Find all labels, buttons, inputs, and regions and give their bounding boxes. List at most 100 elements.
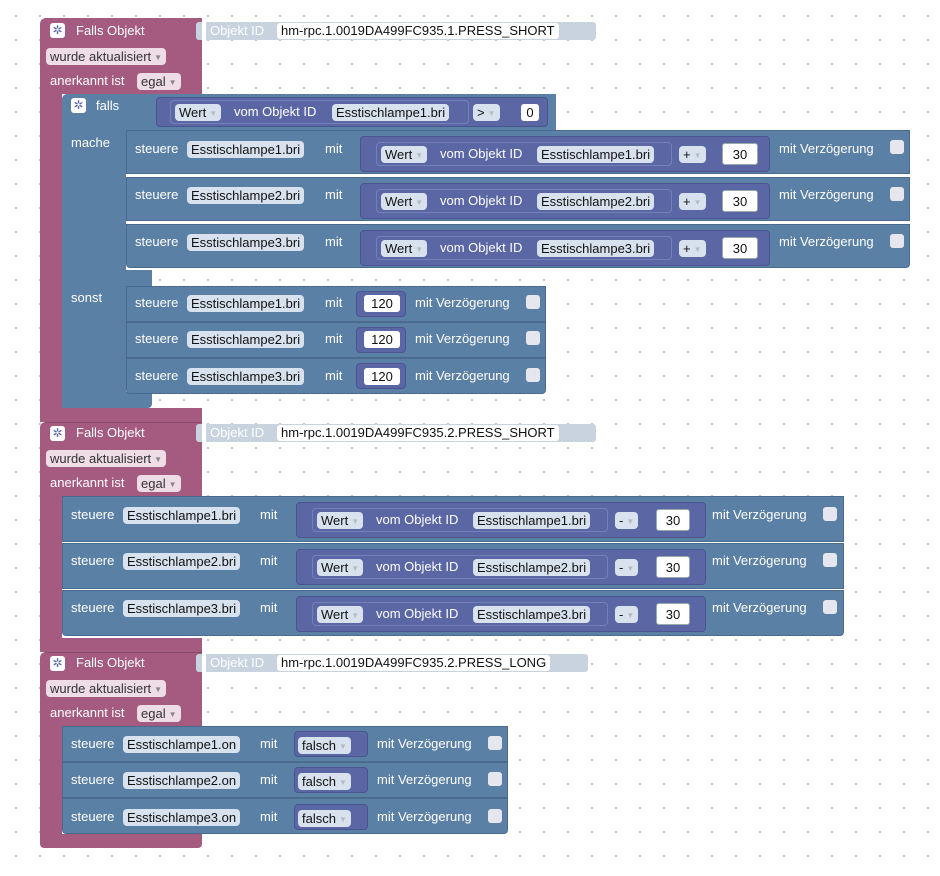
checkbox-icon[interactable] — [526, 331, 540, 345]
object-id-field[interactable]: hm-rpc.1.0019DA499FC935.2.PRESS_LONG — [277, 655, 551, 671]
gear-icon[interactable]: ✲ — [71, 98, 86, 113]
checkbox-icon[interactable] — [488, 772, 502, 786]
mit-label: mit — [325, 331, 343, 346]
target-field[interactable]: Esstischlampe3.on — [123, 809, 241, 826]
number-field[interactable]: 120 — [364, 331, 400, 348]
wurde-aktualisiert-dropdown[interactable]: wurde aktualisiert▼ — [46, 450, 167, 467]
vom-objekt-id-label: vom Objekt ID — [440, 146, 523, 161]
source-field[interactable]: Esstischlampe2.bri — [473, 559, 591, 576]
checkbox-icon[interactable] — [488, 736, 502, 750]
egal-dropdown[interactable]: egal▼ — [137, 475, 181, 492]
vom-objekt-id-label: vom Objekt ID — [376, 606, 459, 621]
falsch-dropdown[interactable]: falsch▼ — [298, 737, 351, 754]
falls-objekt-label: Falls Objekt — [76, 23, 145, 38]
operator-dropdown[interactable]: +▼ — [679, 193, 706, 210]
target-field[interactable]: Esstischlampe3.bri — [187, 368, 305, 385]
checkbox-icon[interactable] — [823, 600, 837, 614]
checkbox-icon[interactable] — [526, 295, 540, 309]
number-field[interactable]: 120 — [364, 295, 400, 312]
input-connector — [196, 22, 202, 40]
mit-verzoegerung-label: mit Verzögerung — [415, 368, 510, 383]
egal-dropdown[interactable]: egal▼ — [137, 705, 181, 722]
falls-objekt-label: Falls Objekt — [76, 655, 145, 670]
wert-dropdown[interactable]: Wert▼ — [317, 512, 364, 529]
wert-dropdown[interactable]: Wert▼ — [381, 146, 428, 163]
object-field[interactable]: Esstischlampe1.bri — [332, 104, 450, 121]
gear-icon[interactable]: ✲ — [50, 426, 65, 441]
steuere-label: steuere — [71, 600, 115, 615]
input-connector — [196, 424, 202, 442]
checkbox-icon[interactable] — [823, 507, 837, 521]
source-field[interactable]: Esstischlampe1.bri — [537, 146, 655, 163]
wert-dropdown[interactable]: Wert▼ — [317, 559, 364, 576]
falsch-dropdown[interactable]: falsch▼ — [298, 810, 351, 827]
target-field[interactable]: Esstischlampe1.on — [123, 736, 241, 753]
mit-label: mit — [260, 507, 278, 522]
anerkannt-ist-label: anerkannt ist — [50, 475, 125, 490]
gear-icon[interactable]: ✲ — [50, 23, 65, 38]
wert-dropdown[interactable]: Wert▼ — [381, 193, 428, 210]
wurde-aktualisiert-dropdown[interactable]: wurde aktualisiert▼ — [46, 48, 167, 65]
mit-verzoegerung-label: mit Verzögerung — [779, 234, 874, 249]
mit-label: mit — [325, 295, 343, 310]
target-field[interactable]: Esstischlampe2.bri — [187, 187, 305, 204]
steuere-label: steuere — [135, 331, 179, 346]
falls-label: falls — [96, 98, 120, 113]
falsch-dropdown[interactable]: falsch▼ — [298, 773, 351, 790]
operator-dropdown[interactable]: >▼ — [473, 104, 500, 121]
wurde-aktualisiert-dropdown[interactable]: wurde aktualisiert▼ — [46, 680, 167, 697]
checkbox-icon[interactable] — [890, 234, 904, 248]
vom-objekt-id-label: vom Objekt ID — [376, 512, 459, 527]
steuere-label: steuere — [135, 187, 179, 202]
wert-dropdown[interactable]: Wert▼ — [381, 240, 428, 257]
mit-label: mit — [260, 600, 278, 615]
target-field[interactable]: Esstischlampe2.bri — [123, 553, 241, 570]
checkbox-icon[interactable] — [890, 140, 904, 154]
target-field[interactable]: Esstischlampe3.bri — [123, 600, 241, 617]
mache-label: mache — [71, 135, 111, 150]
number-field[interactable]: 30 — [722, 190, 758, 212]
target-field[interactable]: Esstischlampe1.bri — [123, 507, 241, 524]
object-id-field[interactable]: hm-rpc.1.0019DA499FC935.1.PRESS_SHORT — [277, 23, 559, 39]
input-connector — [196, 654, 202, 672]
target-field[interactable]: Esstischlampe1.bri — [187, 141, 305, 158]
source-field[interactable]: Esstischlampe3.bri — [537, 240, 655, 257]
operator-dropdown[interactable]: -▼ — [615, 559, 639, 576]
mit-label: mit — [325, 234, 343, 249]
operator-dropdown[interactable]: +▼ — [679, 146, 706, 163]
operator-dropdown[interactable]: -▼ — [615, 606, 639, 623]
falls-objekt-label: Falls Objekt — [76, 425, 145, 440]
target-field[interactable]: Esstischlampe3.bri — [187, 234, 305, 251]
number-field[interactable]: 30 — [722, 237, 758, 259]
number-field[interactable]: 30 — [656, 603, 690, 625]
egal-dropdown[interactable]: egal▼ — [137, 73, 181, 90]
source-field[interactable]: Esstischlampe2.bri — [537, 193, 655, 210]
number-field[interactable]: 30 — [656, 556, 690, 578]
number-field[interactable]: 0 — [521, 104, 539, 121]
checkbox-icon[interactable] — [526, 368, 540, 382]
operator-dropdown[interactable]: -▼ — [615, 512, 639, 529]
steuere-label: steuere — [135, 234, 179, 249]
wert-dropdown[interactable]: Wert▼ — [317, 606, 364, 623]
source-field[interactable]: Esstischlampe3.bri — [473, 606, 591, 623]
target-field[interactable]: Esstischlampe2.bri — [187, 331, 305, 348]
number-field[interactable]: 30 — [722, 143, 758, 165]
source-field[interactable]: Esstischlampe1.bri — [473, 512, 591, 529]
objekt-id-label: Objekt ID — [210, 425, 265, 440]
checkbox-icon[interactable] — [823, 553, 837, 567]
steuere-label: steuere — [135, 141, 179, 156]
gear-icon[interactable]: ✲ — [50, 656, 65, 671]
wert-dropdown[interactable]: Wert▼ — [175, 104, 222, 121]
checkbox-icon[interactable] — [488, 809, 502, 823]
target-field[interactable]: Esstischlampe2.on — [123, 772, 241, 789]
number-field[interactable]: 30 — [656, 509, 690, 531]
target-field[interactable]: Esstischlampe1.bri — [187, 295, 305, 312]
operator-dropdown[interactable]: +▼ — [679, 240, 706, 257]
number-field[interactable]: 120 — [364, 368, 400, 385]
checkbox-icon[interactable] — [890, 187, 904, 201]
sonst-label: sonst — [71, 290, 103, 305]
object-id-field[interactable]: hm-rpc.1.0019DA499FC935.2.PRESS_SHORT — [277, 425, 559, 441]
vom-objekt-id-label: vom Objekt ID — [234, 104, 317, 119]
vom-objekt-id-label: vom Objekt ID — [440, 240, 523, 255]
mit-verzoegerung-label: mit Verzögerung — [377, 809, 472, 824]
